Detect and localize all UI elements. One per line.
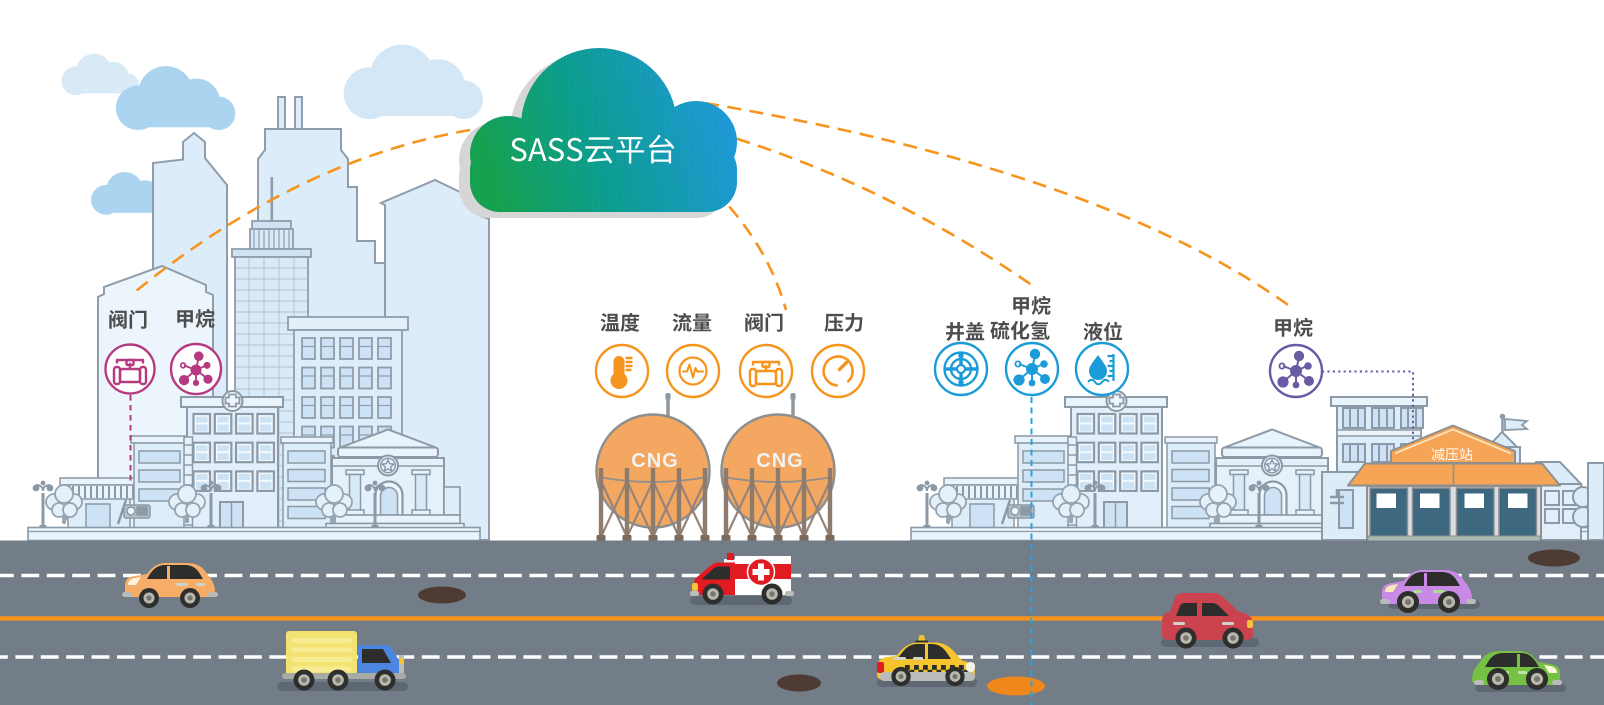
svg-text:CNG: CNG bbox=[631, 450, 678, 472]
svg-text:CNG: CNG bbox=[756, 450, 803, 472]
